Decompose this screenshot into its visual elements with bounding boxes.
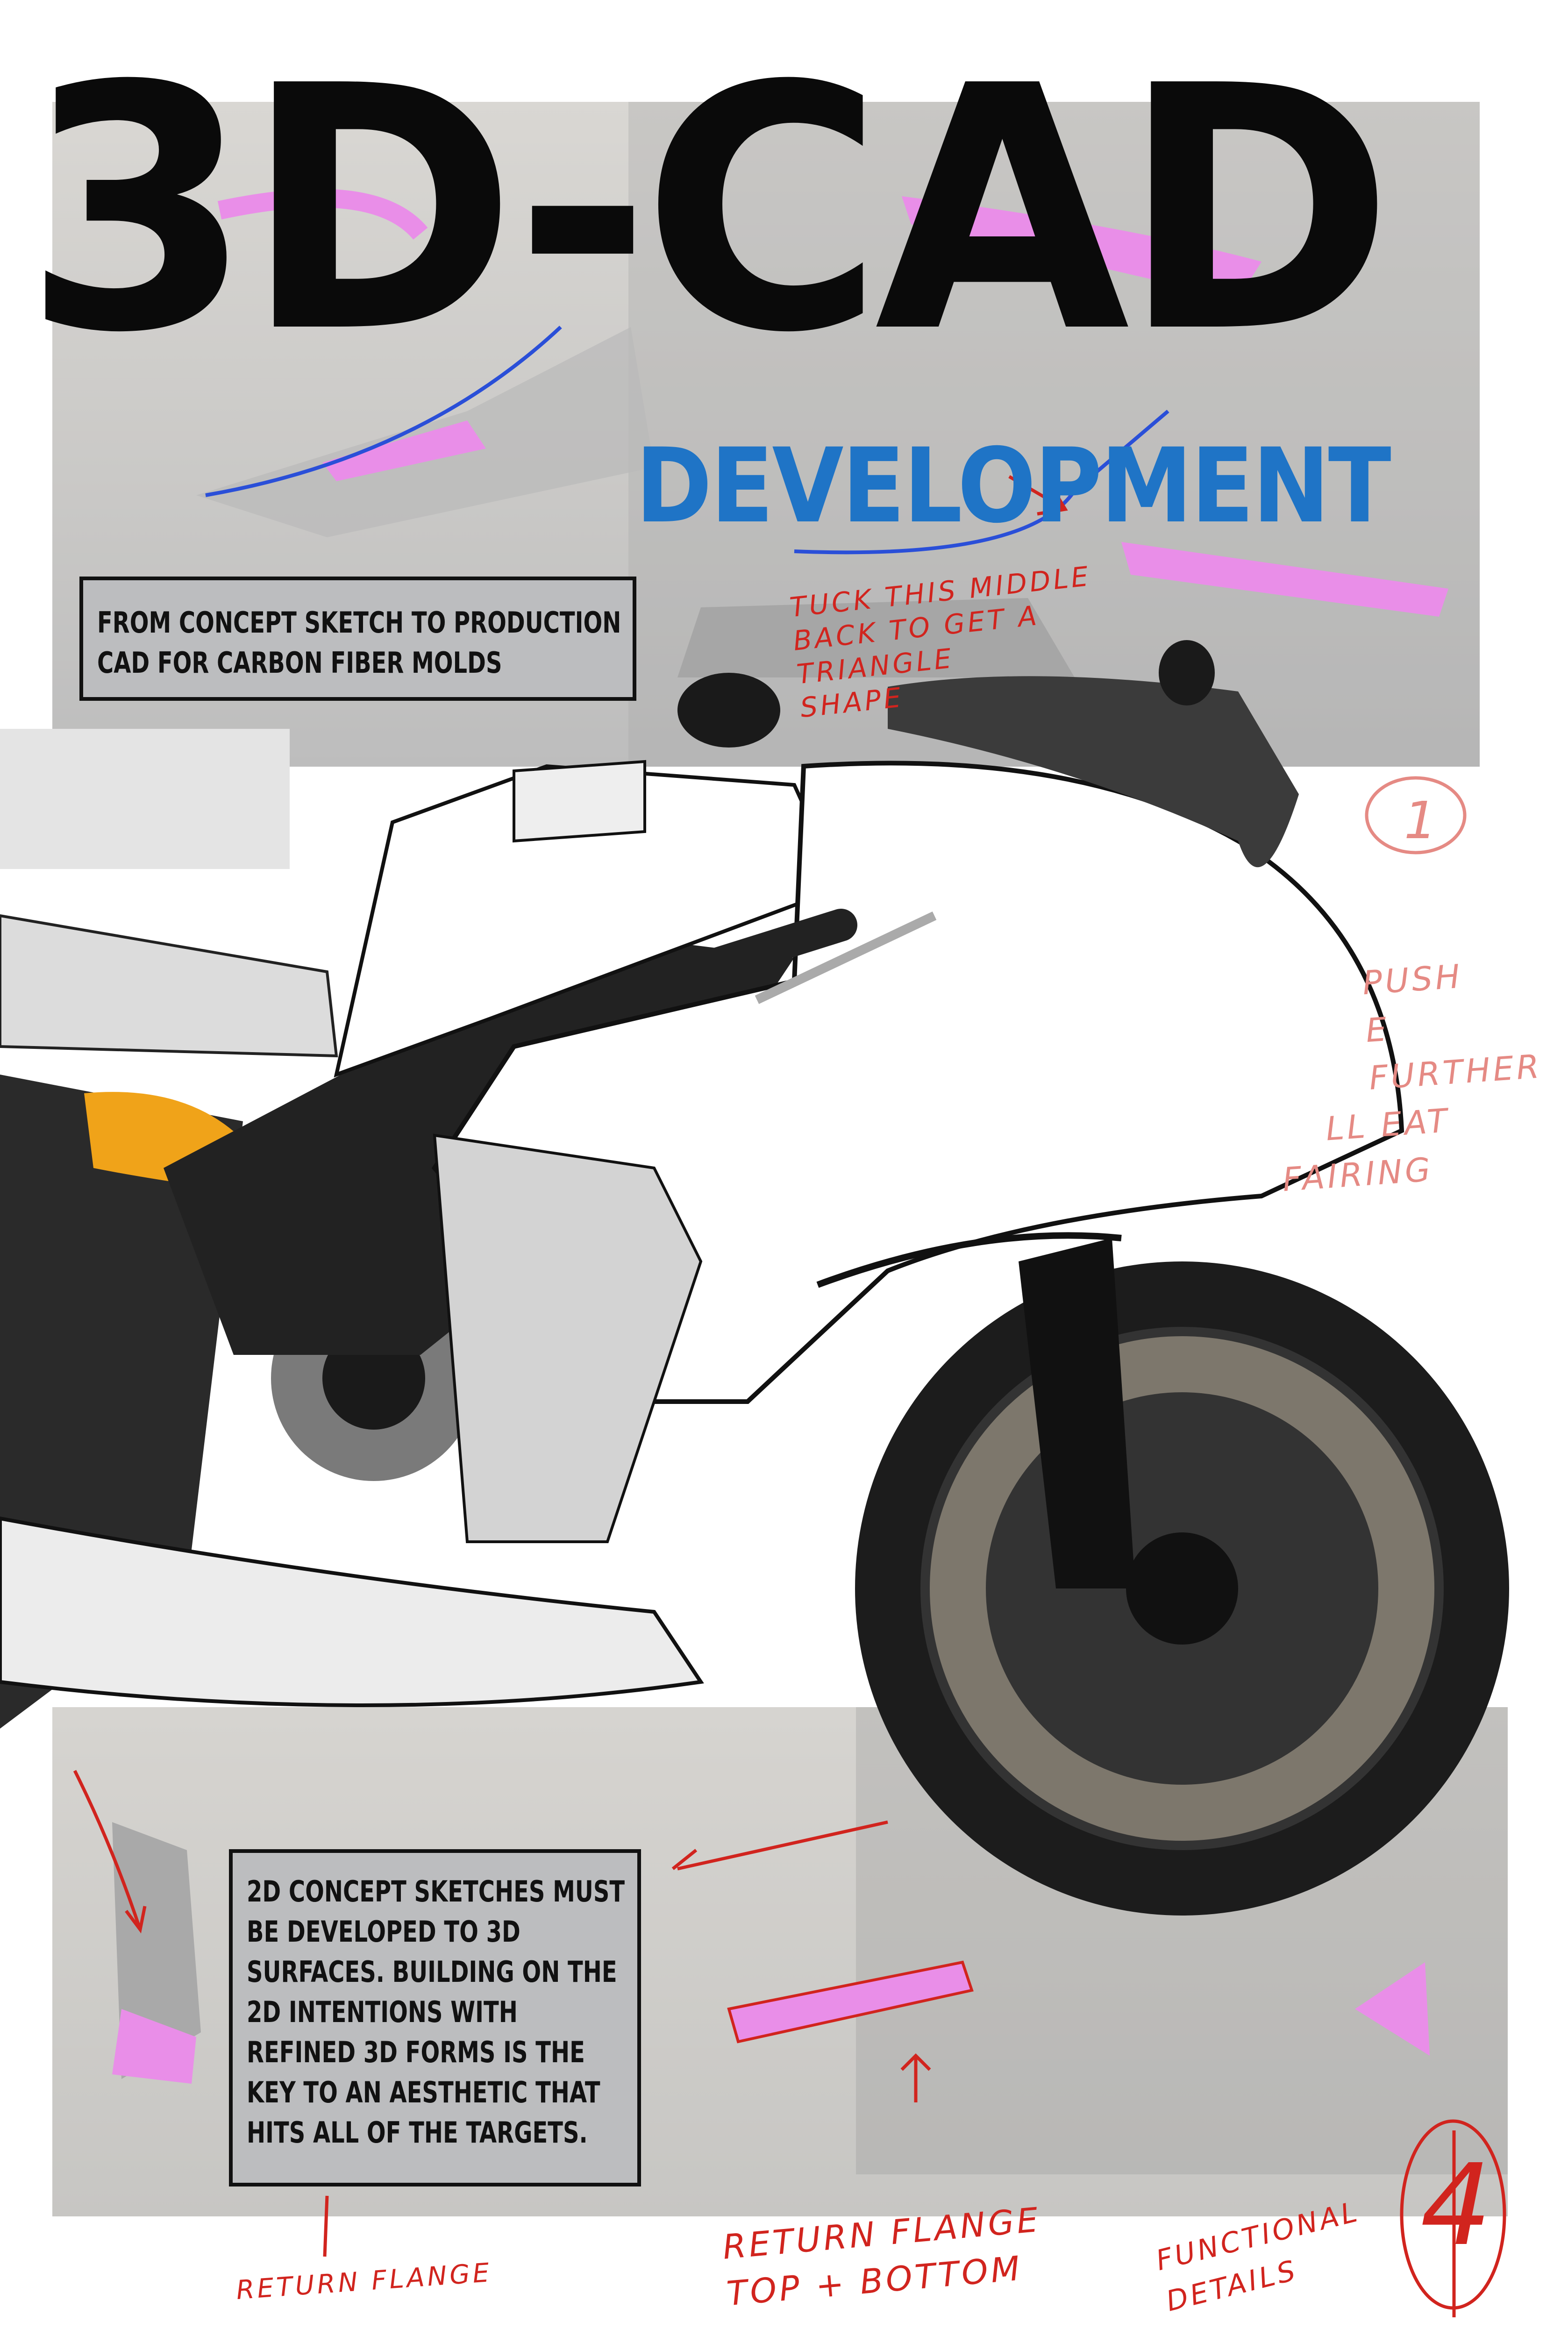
annotation-push: PUSH E FURTHER LL EAT FAIRING xyxy=(1281,947,1550,1199)
circle-label-1: 1 xyxy=(1404,791,1440,850)
caption-box-bottom: 2D CONCEPT SKETCHES MUST BE DEVELOPED TO… xyxy=(229,1849,641,2186)
caption-line: FROM CONCEPT SKETCH TO PRODUCTION xyxy=(97,605,621,640)
poster-title: 3D-CAD xyxy=(23,14,1394,406)
caption-line: 2D CONCEPT SKETCHES MUST xyxy=(247,1874,625,1909)
poster-subtitle: DEVELOPMENT xyxy=(635,426,1391,546)
caption-line: REFINED 3D FORMS IS THE xyxy=(247,2035,585,2069)
caption-line: 2D INTENTIONS WITH xyxy=(247,1995,518,2029)
arrow-icon xyxy=(1008,475,1068,516)
caption-line: KEY TO AN AESTHETIC THAT xyxy=(247,2075,600,2109)
caption-line: CAD FOR CARBON FIBER MOLDS xyxy=(97,646,502,680)
cad-surfaces-bottom xyxy=(112,1822,1430,2084)
caption-line: BE DEVELOPED TO 3D xyxy=(247,1915,520,1949)
annotation-marks xyxy=(73,475,1506,2317)
caption-line: HITS ALL OF THE TARGETS. xyxy=(247,2115,588,2150)
cad-surfaces-top xyxy=(196,189,1448,677)
caption-line: SURFACES. BUILDING ON THE xyxy=(247,1955,617,1989)
caption-box-top: FROM CONCEPT SKETCH TO PRODUCTION CAD FO… xyxy=(79,577,636,701)
circle-label-4: 4 xyxy=(1420,2140,1495,2271)
cad-render-left xyxy=(0,729,290,869)
circle-annotation-1 xyxy=(1365,776,1467,855)
motorcycle-render xyxy=(0,640,1509,1916)
